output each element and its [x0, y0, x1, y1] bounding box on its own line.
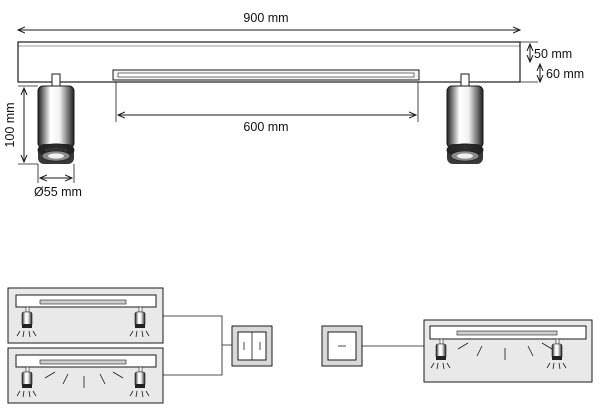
spotlight-icon [16, 366, 37, 398]
double-wall-switch-icon [231, 325, 273, 367]
spotlight-left-icon [37, 73, 75, 164]
single-switch-scenario [321, 319, 593, 383]
single-wall-switch-icon [321, 325, 363, 367]
label-bar-height: 50 mm [534, 47, 572, 61]
label-length-total: 900 mm [243, 11, 288, 25]
label-spot-diameter: Ø55 mm [34, 185, 82, 199]
label-led-length: 600 mm [243, 120, 288, 134]
double-switch-scenario [7, 287, 273, 404]
spotlight-icon [129, 366, 150, 398]
main-fixture-drawing: 900 mm 50 mm 60 mm 100 mm [3, 11, 584, 199]
label-mount-height: 60 mm [546, 67, 584, 81]
spotlight-icon [546, 338, 567, 370]
wire [163, 315, 223, 376]
spotlight-icon [16, 306, 37, 338]
bar-body [17, 41, 521, 83]
spotlight-icon [430, 338, 451, 370]
spotlight-icon [129, 306, 150, 338]
light-rays-icon [44, 371, 124, 388]
label-spot-height: 100 mm [3, 102, 17, 147]
spotlight-right-icon [446, 73, 484, 164]
light-rays-icon [457, 342, 553, 360]
